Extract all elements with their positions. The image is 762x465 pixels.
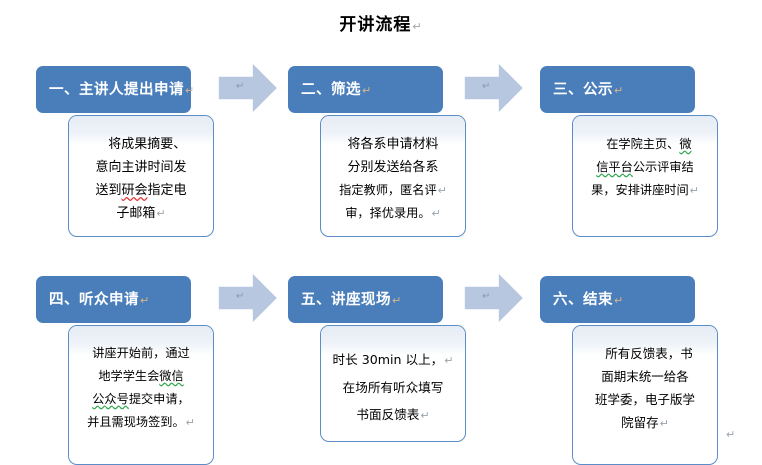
body-line: 将各系申请材料 bbox=[347, 137, 439, 152]
arrow-stage2-to-stage3: ↵ bbox=[464, 60, 526, 116]
stage-4-header-label: 四、听众申请↵ bbox=[49, 292, 150, 308]
stage-1-body[interactable]: 将成果摘要、 意向主讲时间发 送到研会指定电 子邮箱↵ bbox=[68, 115, 214, 237]
pilcrow-mark: ↵ bbox=[412, 21, 423, 33]
stage-1-body-text: 将成果摘要、 意向主讲时间发 送到研会指定电 子邮箱↵ bbox=[69, 116, 213, 225]
stage-6-body[interactable]: 所有反馈表，书 面期末统一给各 班学委，电子版学 院留存↵ bbox=[572, 325, 718, 465]
pilcrow-mark: ↵ bbox=[444, 354, 454, 367]
arrow-stage1-to-stage2: ↵ bbox=[218, 60, 280, 116]
pilcrow-mark: ↵ bbox=[420, 409, 430, 422]
stray-pilcrow-mark: ↵ bbox=[726, 429, 736, 441]
body-line: 送到研会指定电 bbox=[95, 183, 187, 198]
stage-1-header-label: 一、主讲人提出申请↵ bbox=[49, 82, 195, 98]
flow-stage-2[interactable]: 二、筛选↵ 将各系申请材料 分别发送给各系 指定教师，匿名评↵ 审，择优录用。↵ bbox=[288, 66, 488, 241]
pilcrow-mark: ↵ bbox=[614, 295, 624, 307]
stage-6-header-label: 六、结束↵ bbox=[553, 292, 624, 308]
flow-stage-4[interactable]: 四、听众申请↵ 讲座开始前，通过 地学学生会微信 公众号提交申请， 并且需现场签… bbox=[36, 276, 236, 465]
pilcrow-mark: ↵ bbox=[431, 207, 441, 220]
body-line: 在场所有听众填写 bbox=[342, 380, 444, 395]
body-line: 将成果摘要、 bbox=[95, 137, 187, 152]
stage-6-header[interactable]: 六、结束↵ bbox=[540, 276, 695, 323]
pilcrow-mark: ↵ bbox=[236, 291, 245, 302]
body-line: 时长 30min 以上，↵ bbox=[332, 352, 454, 367]
stage-3-body-text: 在学院主页、微 信平台公示评审结 果，安排讲座时间↵ bbox=[573, 116, 717, 202]
body-line: 讲座开始前，通过 bbox=[92, 346, 190, 360]
stage-2-body[interactable]: 将各系申请材料 分别发送给各系 指定教师，匿名评↵ 审，择优录用。↵ bbox=[320, 115, 466, 237]
grammar-error: 信平台 bbox=[596, 160, 633, 174]
pilcrow-mark: ↵ bbox=[185, 416, 195, 429]
page-title-text: 开讲流程 bbox=[339, 15, 412, 34]
stage-5-header-label: 五、讲座现场↵ bbox=[301, 292, 402, 308]
grammar-error: 微信 bbox=[159, 369, 184, 383]
stage-3-header[interactable]: 三、公示↵ bbox=[540, 66, 695, 113]
flowchart-page: { "document": { "title": "开讲流程", "pilcro… bbox=[0, 10, 762, 465]
pilcrow-mark: ↵ bbox=[482, 291, 491, 302]
body-line: 分别发送给各系 bbox=[347, 160, 439, 175]
pilcrow-mark: ↵ bbox=[482, 81, 491, 92]
pilcrow-mark: ↵ bbox=[236, 81, 245, 92]
body-line: 意向主讲时间发 bbox=[95, 160, 187, 175]
pilcrow-mark: ↵ bbox=[437, 184, 447, 197]
flow-stage-1[interactable]: 一、主讲人提出申请↵ 将成果摘要、 意向主讲时间发 送到研会指定电 子邮箱↵ bbox=[36, 66, 236, 241]
grammar-error: 微 bbox=[679, 137, 692, 151]
stage-4-header[interactable]: 四、听众申请↵ bbox=[36, 276, 191, 323]
body-line: 指定教师，匿名评↵ bbox=[339, 183, 447, 197]
body-line: 书面反馈表↵ bbox=[356, 407, 430, 422]
pilcrow-mark: ↵ bbox=[156, 207, 166, 220]
stage-2-header[interactable]: 二、筛选↵ bbox=[288, 66, 443, 113]
stage-5-body-text: 时长 30min 以上，↵ 在场所有听众填写 书面反馈表↵ bbox=[321, 326, 465, 429]
pilcrow-mark: ↵ bbox=[362, 85, 372, 97]
body-line: 院留存↵ bbox=[621, 415, 669, 430]
stage-5-header[interactable]: 五、讲座现场↵ bbox=[288, 276, 443, 323]
stage-4-body[interactable]: 讲座开始前，通过 地学学生会微信 公众号提交申请， 并且需现场签到。↵ bbox=[68, 325, 214, 465]
spelling-error: 研会 bbox=[121, 183, 148, 198]
pilcrow-mark: ↵ bbox=[185, 85, 195, 97]
stage-6-body-text: 所有反馈表，书 面期末统一给各 班学委，电子版学 院留存↵ bbox=[573, 326, 717, 435]
grammar-error: 公众号 bbox=[92, 392, 129, 406]
page-title: 开讲流程↵ bbox=[0, 10, 762, 35]
body-line: 面期末统一给各 bbox=[601, 369, 689, 384]
pilcrow-mark: ↵ bbox=[659, 417, 669, 430]
body-line: 子邮箱↵ bbox=[116, 206, 166, 221]
stage-4-body-text: 讲座开始前，通过 地学学生会微信 公众号提交申请， 并且需现场签到。↵ bbox=[69, 326, 213, 434]
stage-2-header-label: 二、筛选↵ bbox=[301, 82, 372, 98]
flow-stage-3[interactable]: 三、公示↵ 在学院主页、微 信平台公示评审结 果，安排讲座时间↵ bbox=[540, 66, 740, 241]
pilcrow-mark: ↵ bbox=[614, 85, 624, 97]
body-line: 果，安排讲座时间↵ bbox=[591, 183, 699, 197]
arrow-stage5-to-stage6: ↵ bbox=[464, 270, 526, 326]
stage-5-body[interactable]: 时长 30min 以上，↵ 在场所有听众填写 书面反馈表↵ bbox=[320, 325, 466, 442]
body-line: 审，择优录用。↵ bbox=[345, 206, 441, 220]
stage-2-body-text: 将各系申请材料 分别发送给各系 指定教师，匿名评↵ 审，择优录用。↵ bbox=[321, 116, 465, 225]
body-line: 所有反馈表，书 bbox=[597, 346, 693, 361]
flow-stage-6[interactable]: 六、结束↵ 所有反馈表，书 面期末统一给各 班学委，电子版学 院留存↵ bbox=[540, 276, 740, 465]
pilcrow-mark: ↵ bbox=[140, 295, 150, 307]
stage-3-header-label: 三、公示↵ bbox=[553, 82, 624, 98]
body-line: 在学院主页、微 bbox=[598, 137, 692, 151]
body-line: 信平台公示评审结 bbox=[596, 160, 694, 174]
body-line: 班学委，电子版学 bbox=[594, 392, 695, 407]
body-line: 公众号提交申请， bbox=[92, 392, 190, 406]
pilcrow-mark: ↵ bbox=[689, 184, 699, 197]
pilcrow-mark: ↵ bbox=[392, 295, 402, 307]
stage-1-header[interactable]: 一、主讲人提出申请↵ bbox=[36, 66, 194, 113]
flow-stage-5[interactable]: 五、讲座现场↵ 时长 30min 以上，↵ 在场所有听众填写 书面反馈表↵ bbox=[288, 276, 488, 451]
body-line: 并且需现场签到。↵ bbox=[87, 415, 195, 429]
body-line: 地学学生会微信 bbox=[98, 369, 184, 383]
stage-3-body[interactable]: 在学院主页、微 信平台公示评审结 果，安排讲座时间↵ bbox=[572, 115, 718, 237]
arrow-stage4-to-stage5: ↵ bbox=[218, 270, 280, 326]
